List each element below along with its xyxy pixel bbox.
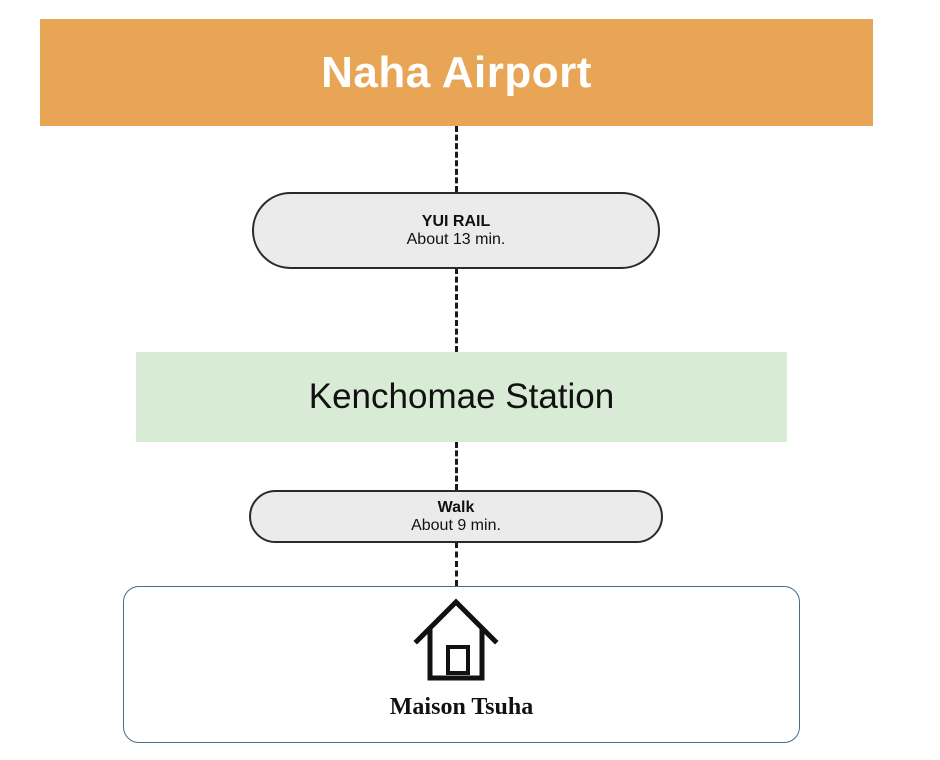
- origin-title: Naha Airport: [321, 47, 592, 97]
- dashed-connector: [455, 442, 458, 490]
- dashed-connector: [455, 268, 458, 352]
- walk-leg-pill: Walk About 9 min.: [249, 490, 663, 543]
- leg-duration-label: About 9 min.: [411, 516, 501, 534]
- leg-mode-label: Walk: [437, 498, 475, 516]
- destination-name: Maison Tsuha: [389, 694, 534, 720]
- house-icon: [413, 598, 499, 681]
- destination-box: [123, 586, 800, 743]
- leg-mode-label: YUI RAIL: [421, 212, 491, 230]
- rail-leg-pill: YUI RAIL About 13 min.: [252, 192, 660, 269]
- dashed-connector: [455, 542, 458, 586]
- station-band: Kenchomae Station: [136, 352, 787, 442]
- dashed-connector: [455, 126, 458, 192]
- origin-banner: Naha Airport: [40, 19, 873, 126]
- station-name: Kenchomae Station: [308, 377, 615, 416]
- leg-duration-label: About 13 min.: [406, 230, 506, 248]
